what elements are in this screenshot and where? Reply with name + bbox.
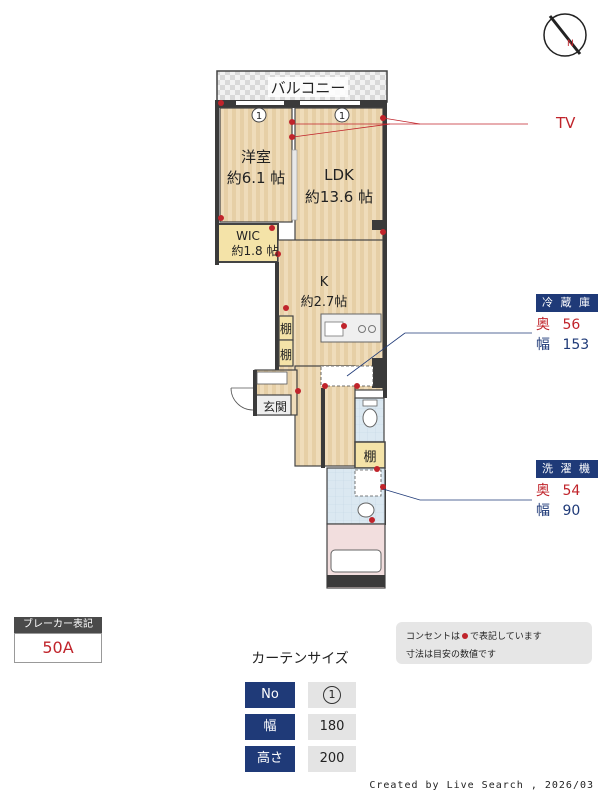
- curtain-value-no: 1: [308, 682, 356, 708]
- washer-dimensions: 洗 濯 機 奥 54 幅 90: [536, 460, 598, 521]
- note-line2: 寸法は目安の数値です: [406, 650, 497, 660]
- curtain-marker-ldk: 1: [334, 107, 350, 123]
- washer-width-value: 90: [562, 503, 581, 519]
- shelf-lower: [278, 339, 294, 367]
- note-box: コンセントはで表記しています 寸法は目安の数値です: [396, 622, 592, 664]
- ldk-name: LDK: [324, 166, 355, 184]
- washer-depth-label: 奥: [536, 483, 550, 499]
- shelf-toilet: [354, 441, 386, 469]
- entrance-label: 玄関: [263, 399, 287, 414]
- wic-name: WIC: [236, 229, 260, 243]
- breaker-value: 50A: [14, 633, 102, 663]
- washer-width-label: 幅: [536, 503, 550, 519]
- ldk-size: 約13.6 帖: [305, 188, 373, 206]
- kitchen-name: K: [320, 275, 329, 290]
- svg-text:N: N: [567, 39, 574, 49]
- note-line1-post: で表記しています: [470, 632, 542, 642]
- wic-size: 約1.8 帖: [232, 243, 279, 258]
- fridge-depth-value: 56: [562, 317, 581, 333]
- balcony-label: バルコニー: [271, 79, 346, 97]
- kitchen-size: 約2.7帖: [301, 295, 348, 310]
- note-line1-pre: コンセントは: [406, 632, 461, 642]
- compass-icon: N: [543, 13, 587, 57]
- washer-depth-value: 54: [562, 483, 581, 499]
- room-western: [219, 107, 293, 223]
- shelf-toilet-label: 棚: [363, 450, 376, 465]
- fridge-dimensions: 冷 蔵 庫 奥 56 幅 153: [536, 294, 598, 355]
- fridge-depth-label: 奥: [536, 317, 550, 333]
- svg-text:1: 1: [339, 111, 345, 122]
- curtain-marker-western: 1: [251, 107, 267, 123]
- breaker-label: ブレーカー表記: [14, 617, 102, 633]
- curtain-value-width: 180: [308, 714, 356, 740]
- fridge-title: 冷 蔵 庫: [536, 294, 598, 312]
- room-wic: [217, 223, 279, 263]
- curtain-head-height: 高さ: [245, 746, 295, 772]
- breaker-box: ブレーカー表記 50A: [14, 617, 102, 663]
- credit-text: Created by Live Search , 2026/03: [369, 780, 594, 791]
- svg-text:1: 1: [256, 111, 262, 122]
- shelf-upper-label: 棚: [280, 321, 292, 336]
- western-room-size: 約6.1 帖: [227, 169, 286, 187]
- washer-title: 洗 濯 機: [536, 460, 598, 478]
- curtain-title: カーテンサイズ: [251, 651, 349, 667]
- curtain-head-width: 幅: [245, 714, 295, 740]
- outlet-markers: [218, 100, 386, 523]
- fridge-width-label: 幅: [536, 337, 550, 353]
- shelf-lower-label: 棚: [280, 347, 292, 362]
- curtain-value-height: 200: [308, 746, 356, 772]
- washer-space: [354, 469, 382, 497]
- curtain-head-no: No: [245, 682, 295, 708]
- tv-label: TV: [556, 114, 576, 132]
- western-room-name: 洋室: [241, 148, 271, 166]
- bathtub: [330, 549, 382, 573]
- outlet-dot-icon: [462, 633, 469, 639]
- fridge-width-value: 153: [562, 337, 590, 353]
